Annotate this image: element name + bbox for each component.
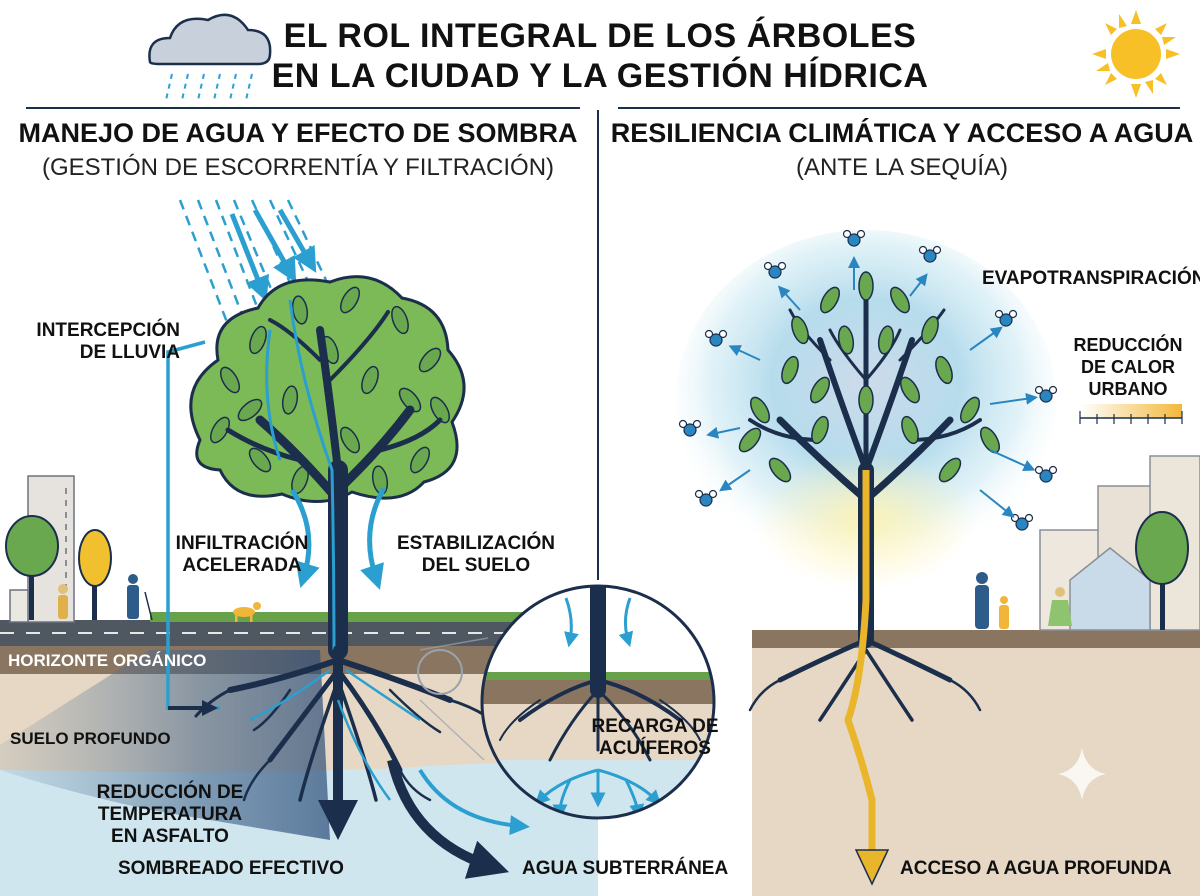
- left-tree-leaf: [409, 446, 431, 474]
- deep-taproot-arrowhead: [854, 849, 890, 886]
- label-deep-soil: SUELO PROFUNDO: [10, 729, 171, 748]
- sun-icon: [1092, 10, 1180, 98]
- infiltration-arrow: [289, 488, 320, 588]
- pedestrian-group-right: [975, 572, 1072, 629]
- water-molecule-icon: [704, 329, 728, 347]
- rain-arrows: [229, 208, 317, 302]
- right-tree-leaf: [819, 286, 841, 314]
- street-tree-right: [1135, 511, 1189, 630]
- label-shading: SOMBREADO EFECTIVO: [118, 858, 344, 879]
- right-tree-leaf: [938, 457, 962, 483]
- left-tree-leaf: [418, 347, 442, 373]
- right-tree-leaf: [858, 385, 874, 415]
- right-tree-leaf: [811, 415, 829, 445]
- root-water-channels: [249, 668, 421, 801]
- left-tree-leaf: [291, 295, 309, 325]
- left-tree-leaf: [237, 398, 263, 422]
- main-title-line-1: EL ROL INTEGRAL DE LOS ÁRBOLES: [283, 17, 917, 55]
- label-organic-horizon: HORIZONTE ORGÁNICO: [8, 651, 207, 670]
- right-tree-leaf: [858, 271, 874, 301]
- left-tree-leaf: [339, 426, 361, 454]
- right-tree-leaf: [959, 396, 981, 424]
- dog: [233, 602, 261, 622]
- rain-cloud-icon: [148, 13, 272, 101]
- street-tree-green: [5, 515, 59, 620]
- label-groundwater: AGUA SUBTERRÁNEA: [522, 858, 729, 879]
- right-tree-leaf: [809, 376, 831, 404]
- left-tree-leaf: [281, 385, 299, 415]
- vapor-arrow: [989, 392, 1038, 405]
- left-tree-leaf: [391, 305, 409, 335]
- right-tree-leaf: [935, 355, 953, 385]
- heat-reduction-scale: [1079, 404, 1183, 424]
- pedestrian-group-left: [58, 574, 153, 621]
- left-tree-trunk: [225, 310, 443, 660]
- deep-taproot: [844, 470, 876, 850]
- water-molecule-icon: [1034, 465, 1058, 483]
- grass-strip-left: [150, 612, 598, 622]
- left-panel-subheading: (GESTIÓN DE ESCORRENTÍA Y FILTRACIÓN): [41, 154, 555, 181]
- topsoil-layer-right: [752, 630, 1200, 648]
- groundwater-arrow: [387, 758, 510, 879]
- left-panel-heading: MANEJO DE AGUA Y EFECTO DE SOMBRA: [18, 118, 578, 148]
- water-molecule-icon: [1034, 385, 1058, 403]
- vapor-arrow: [728, 345, 761, 361]
- right-tree-leaf: [768, 457, 792, 483]
- water-molecule-icon: [1010, 513, 1034, 531]
- water-molecule-group: [678, 229, 1058, 531]
- right-panel-heading: RESILIENCIA CLIMÁTICA Y ACCESO A AGUA: [610, 118, 1194, 148]
- water-molecule-icon: [994, 309, 1018, 327]
- water-molecule-icon: [694, 489, 718, 507]
- label-stabilization: ESTABILIZACIÓN DEL SUELO: [397, 533, 555, 576]
- deep-soil-layer-right: [752, 644, 1200, 896]
- vapor-arrow: [909, 273, 928, 297]
- left-tree-leaf: [248, 447, 272, 473]
- right-tree-leaf: [749, 396, 771, 424]
- label-recharge: RECARGA DE ACUÍFEROS: [591, 716, 719, 759]
- main-title-line-2: EN LA CIUDAD Y LA GESTIÓN HÍDRICA: [271, 57, 929, 95]
- water-molecule-icon: [842, 229, 866, 247]
- label-interception: INTERCEPCIÓN DE LLUVIA: [36, 320, 180, 363]
- left-tree-leaf: [219, 366, 241, 394]
- left-tree-leaf: [398, 387, 422, 413]
- vapor-arrow: [706, 426, 741, 439]
- left-tree-leaf: [209, 416, 231, 444]
- left-tree-water-veins: [265, 299, 336, 651]
- left-tree-leaf: [429, 396, 451, 424]
- water-molecule-icon: [918, 245, 942, 263]
- water-molecule-icon: [763, 261, 787, 279]
- label-evapotranspiration: EVAPOTRANSPIRACIÓN: [982, 268, 1200, 289]
- vapor-arrow: [979, 489, 1015, 518]
- street-tree-yellow: [78, 529, 112, 620]
- right-tree-leaves: [738, 271, 1001, 483]
- sparkle-icon: [1058, 748, 1106, 800]
- right-tree-leaf: [901, 415, 919, 445]
- right-panel-subheading: (ANTE LA SEQUÍA): [795, 154, 1009, 181]
- right-tree-leaf: [781, 355, 799, 385]
- label-temp-reduction: REDUCCIÓN DE TEMPERATURA EN ASFALTO: [96, 782, 244, 847]
- stabilization-arrow: [360, 486, 387, 590]
- left-tree-leaf: [339, 286, 361, 314]
- label-infiltration: INFILTRACIÓN ACELERADA: [175, 533, 309, 576]
- right-tree-leaf: [791, 315, 809, 345]
- right-tree-leaf: [921, 315, 939, 345]
- right-tree-leaf: [877, 325, 895, 355]
- left-tree-leaf: [249, 325, 267, 355]
- left-tree-leaf: [361, 365, 379, 395]
- right-tree-leaf: [889, 286, 911, 314]
- water-molecule-icon: [678, 419, 702, 437]
- label-heat-reduction: REDUCCIÓN DE CALOR URBANO: [1073, 335, 1183, 399]
- vapor-arrow: [777, 285, 801, 311]
- vapor-arrow: [719, 469, 751, 492]
- recharge-arrow: [418, 768, 530, 836]
- right-tree-leaf: [899, 376, 921, 404]
- right-tree-leaf: [738, 427, 762, 453]
- label-deep-water: ACCESO A AGUA PROFUNDA: [900, 858, 1172, 879]
- right-tree-leaf: [837, 325, 855, 355]
- vapor-arrow: [989, 449, 1036, 472]
- vapor-arrow: [969, 326, 1003, 351]
